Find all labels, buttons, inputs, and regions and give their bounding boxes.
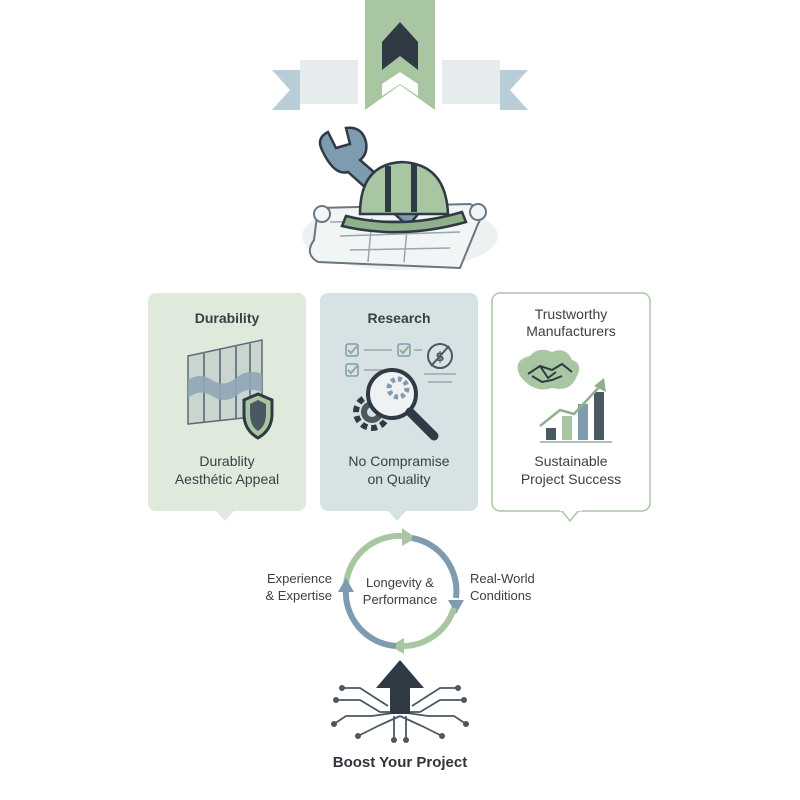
ribbon-banner-icon [272,0,528,110]
handshake-icon [517,349,580,390]
cycle-right-line-1: Real-World [470,571,535,586]
card-durability-body: Durablity Aesthétic Appeal [148,452,306,488]
card-manufacturers-body: Sustainable Project Success [492,452,650,488]
card-manufacturers [491,292,651,523]
magnifier-icon [366,368,439,441]
cycle-left-line-2: & Expertise [265,588,332,603]
handshake-growth-icon [517,349,612,443]
cycle-arrows-icon [338,528,464,654]
card-durability-title: Durability [194,310,260,326]
card-research-title: Research [367,310,431,326]
magnifier-gear-icon: $ [345,343,456,441]
card-research-body: No Compramise on Quality [320,452,478,488]
circuit-arrow-icon [331,660,469,743]
cycle-center-label: Longevity & Performance [350,574,450,608]
card-research-line-2: on Quality [367,471,431,487]
cycle-left-line-1: Experience [266,571,332,586]
card-manufacturers-title-line-1: Trustworthy [534,306,608,322]
no-dollar-icon: $ [424,343,456,383]
cycle-right-label: Real-World Conditions [470,570,570,604]
svg-text:$: $ [435,350,444,365]
cycle-right-line-2: Conditions [470,588,532,603]
bar-chart-growth-icon [539,378,612,443]
boost-project-label: Boost Your Project [332,754,468,771]
card-durability-line-2: Aesthétic Appeal [174,471,280,487]
cycle-center-line-1: Longevity & [366,575,434,590]
cycle-left-label: Experience & Expertise [232,570,332,604]
wall-shield-icon [187,339,274,440]
checkbox-icon [345,343,422,377]
card-manufacturers-title-line-2: Manufacturers [526,323,616,339]
tools-icon-group [302,126,498,270]
card-manufacturers-title: Trustworthy Manufacturers [492,306,650,340]
hard-hat-icon [340,160,468,234]
cycle-center-line-2: Performance [362,592,438,607]
card-manufacturers-line-2: Project Success [520,471,622,487]
card-durability-line-1: Durablity [199,453,255,469]
card-manufacturers-line-1: Sustainable [534,453,608,469]
card-research-line-1: No Compramise [348,453,450,469]
